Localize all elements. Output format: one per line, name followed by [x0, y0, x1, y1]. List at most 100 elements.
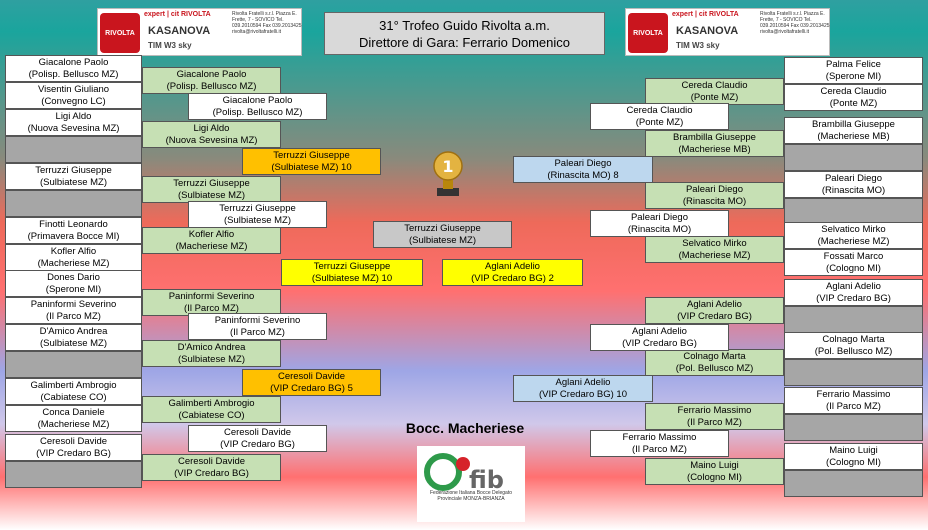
- player-slot: Ligi Aldo(Nuova Sevesina MZ): [142, 121, 281, 148]
- sponsor-banner-left: RIVOLTA expert | cit RIVOLTA Rivolta Fra…: [97, 8, 302, 56]
- rivolta-logo: RIVOLTA: [100, 13, 140, 53]
- player-slot: Paleari Diego(Rinascita MO) 8: [513, 156, 653, 183]
- player-club: (VIP Credaro BG): [677, 310, 752, 322]
- player-slot: Cereda Claudio(Ponte MZ): [590, 103, 729, 130]
- player-name: Ceresoli Davide: [177, 455, 246, 467]
- player-name: Aglani Adelio: [555, 376, 611, 388]
- player-club: (Il Parco MZ): [632, 443, 687, 455]
- semifinal-right: Aglani Adelio (VIP Credaro BG) 2: [442, 259, 583, 286]
- player-club: (Il Parco MZ): [184, 302, 239, 314]
- empty-slot: [784, 144, 923, 171]
- player-club: (Cabiatese CO): [40, 391, 107, 403]
- player-slot: Brambilla Giuseppe(Macheriese MB): [645, 130, 784, 157]
- player-name: Ligi Aldo: [55, 110, 92, 122]
- player-name: Galimberti Ambrogio: [30, 379, 117, 391]
- sponsor-name: expert | cit RIVOLTA: [672, 11, 739, 18]
- player-club: (Il Parco MZ): [230, 326, 285, 338]
- player-club: (Rinascita MO): [682, 195, 747, 207]
- empty-slot: [5, 351, 142, 378]
- player-slot: Ceresoli Davide(VIP Credaro BG) 5: [242, 369, 381, 396]
- empty-slot: [784, 470, 923, 497]
- sponsor-name: expert | cit RIVOLTA: [144, 11, 211, 18]
- player-club: (Sulbiatese MZ): [39, 176, 108, 188]
- player-name: Giacalone Paolo: [222, 94, 293, 106]
- player-name: Cereda Claudio: [820, 85, 887, 97]
- player-club: (Ponte MZ): [829, 97, 878, 109]
- player-slot: Selvatico Mirko(Macheriese MZ): [645, 236, 784, 263]
- player-name: D'Amico Andrea: [39, 325, 108, 337]
- fib-logo: fib Federazione Italiana Bocce Delegato …: [417, 446, 525, 522]
- empty-slot: [784, 306, 923, 333]
- player-name: Ceresoli Davide: [277, 370, 346, 382]
- player-club: (Rinascita MO): [821, 184, 886, 196]
- final-winner: Terruzzi Giuseppe (Sulbiatese MZ): [373, 221, 512, 248]
- player-name: Ferrario Massimo: [622, 431, 697, 443]
- player-name: Ferrario Massimo: [677, 404, 752, 416]
- player-slot: Aglani Adelio(VIP Credaro BG): [590, 324, 729, 351]
- player-slot: Cereda Claudio(Ponte MZ): [784, 84, 923, 111]
- player-slot: Palma Felice(Sperone MI): [784, 57, 923, 84]
- player-slot: Paninformi Severino(Il Parco MZ): [188, 313, 327, 340]
- semifinal-left: Terruzzi Giuseppe (Sulbiatese MZ) 10: [281, 259, 423, 286]
- player-slot: Aglani Adelio(VIP Credaro BG): [784, 279, 923, 306]
- player-club: (Sulbiatese MZ): [177, 353, 246, 365]
- player-slot: Selvatico Mirko(Macheriese MZ): [784, 222, 923, 249]
- player-name: Paleari Diego: [630, 211, 689, 223]
- rivolta-logo: RIVOLTA: [628, 13, 668, 53]
- player-slot: Colnago Marta(Pol. Bellusco MZ): [645, 349, 784, 376]
- player-slot: Galimberti Ambrogio(Cabiatese CO): [142, 396, 281, 423]
- player-name: Paninformi Severino: [168, 290, 255, 302]
- player-name: Maino Luigi: [829, 444, 878, 456]
- player-club: (Ponte MZ): [690, 91, 739, 103]
- player-club: (Polisp. Bellusco MZ): [212, 106, 303, 118]
- player-slot: Paleari Diego(Rinascita MO): [784, 171, 923, 198]
- player-slot: Brambilla Giuseppe(Macheriese MB): [784, 117, 923, 144]
- player-slot: Ferrario Massimo(Il Parco MZ): [645, 403, 784, 430]
- player-name: Terruzzi Giuseppe: [313, 260, 391, 272]
- player-name: Ceresoli Davide: [39, 435, 108, 447]
- kasanova-logo: KASANOVA: [148, 25, 211, 37]
- player-slot: Kofler Alfio(Macheriese MZ): [142, 227, 281, 254]
- player-name: Cereda Claudio: [681, 79, 748, 91]
- player-slot: Paninformi Severino(Il Parco MZ): [5, 297, 142, 324]
- player-club: (Convegno LC): [41, 95, 106, 107]
- player-slot: Maino Luigi(Cologno MI): [645, 458, 784, 485]
- player-club: (Cologno MI): [826, 262, 881, 274]
- player-slot: Terruzzi Giuseppe(Sulbiatese MZ): [5, 163, 142, 190]
- player-slot: Giacalone Paolo(Polisp. Bellusco MZ): [142, 67, 281, 94]
- player-club: (Macheriese MB): [817, 130, 890, 142]
- player-club: (Nuova Sevesina MZ): [165, 134, 258, 146]
- player-name: Dones Dario: [47, 271, 100, 283]
- player-club: (VIP Credaro BG): [36, 447, 111, 459]
- player-club: (Pol. Bellusco MZ): [675, 362, 754, 374]
- player-name: Paleari Diego: [554, 157, 612, 169]
- player-name: Colnago Marta: [683, 350, 746, 362]
- player-slot: Terruzzi Giuseppe(Sulbiatese MZ) 10: [242, 148, 381, 175]
- player-club: (Pol. Bellusco MZ): [814, 345, 893, 357]
- player-club: (Sulbiatese MZ): [408, 234, 477, 246]
- empty-slot: [5, 461, 142, 488]
- player-club: (Cabiatese CO): [178, 409, 245, 421]
- player-club: (Rinascita MO) 8: [547, 169, 619, 181]
- player-name: Selvatico Mirko: [682, 237, 747, 249]
- player-name: Aglani Adelio: [826, 280, 881, 292]
- player-club: (VIP Credaro BG): [622, 337, 697, 349]
- race-director: Direttore di Gara: Ferrario Domenico: [359, 34, 570, 50]
- player-name: Terruzzi Giuseppe: [404, 222, 481, 234]
- player-name: Aglani Adelio: [687, 298, 742, 310]
- player-name: Paninformi Severino: [214, 314, 301, 326]
- player-name: Cereda Claudio: [626, 104, 693, 116]
- player-name: Terruzzi Giuseppe: [273, 149, 350, 161]
- player-name: Kofler Alfio: [188, 228, 235, 240]
- player-club: (Il Parco MZ): [46, 310, 101, 322]
- player-slot: Ceresoli Davide(VIP Credaro BG): [188, 425, 327, 452]
- player-club: (Macheriese MZ): [817, 235, 890, 247]
- player-club: (Sulbiatese MZ) 10: [271, 161, 352, 173]
- player-club: (Nuova Sevesina MZ): [27, 122, 120, 134]
- player-name: Paleari Diego: [824, 172, 883, 184]
- player-name: Selvatico Mirko: [821, 223, 886, 235]
- player-name: Finotti Leonardo: [39, 218, 108, 230]
- kasanova-logo: KASANOVA: [676, 25, 739, 37]
- player-slot: Ligi Aldo(Nuova Sevesina MZ): [5, 109, 142, 136]
- player-slot: Paleari Diego(Rinascita MO): [590, 210, 729, 237]
